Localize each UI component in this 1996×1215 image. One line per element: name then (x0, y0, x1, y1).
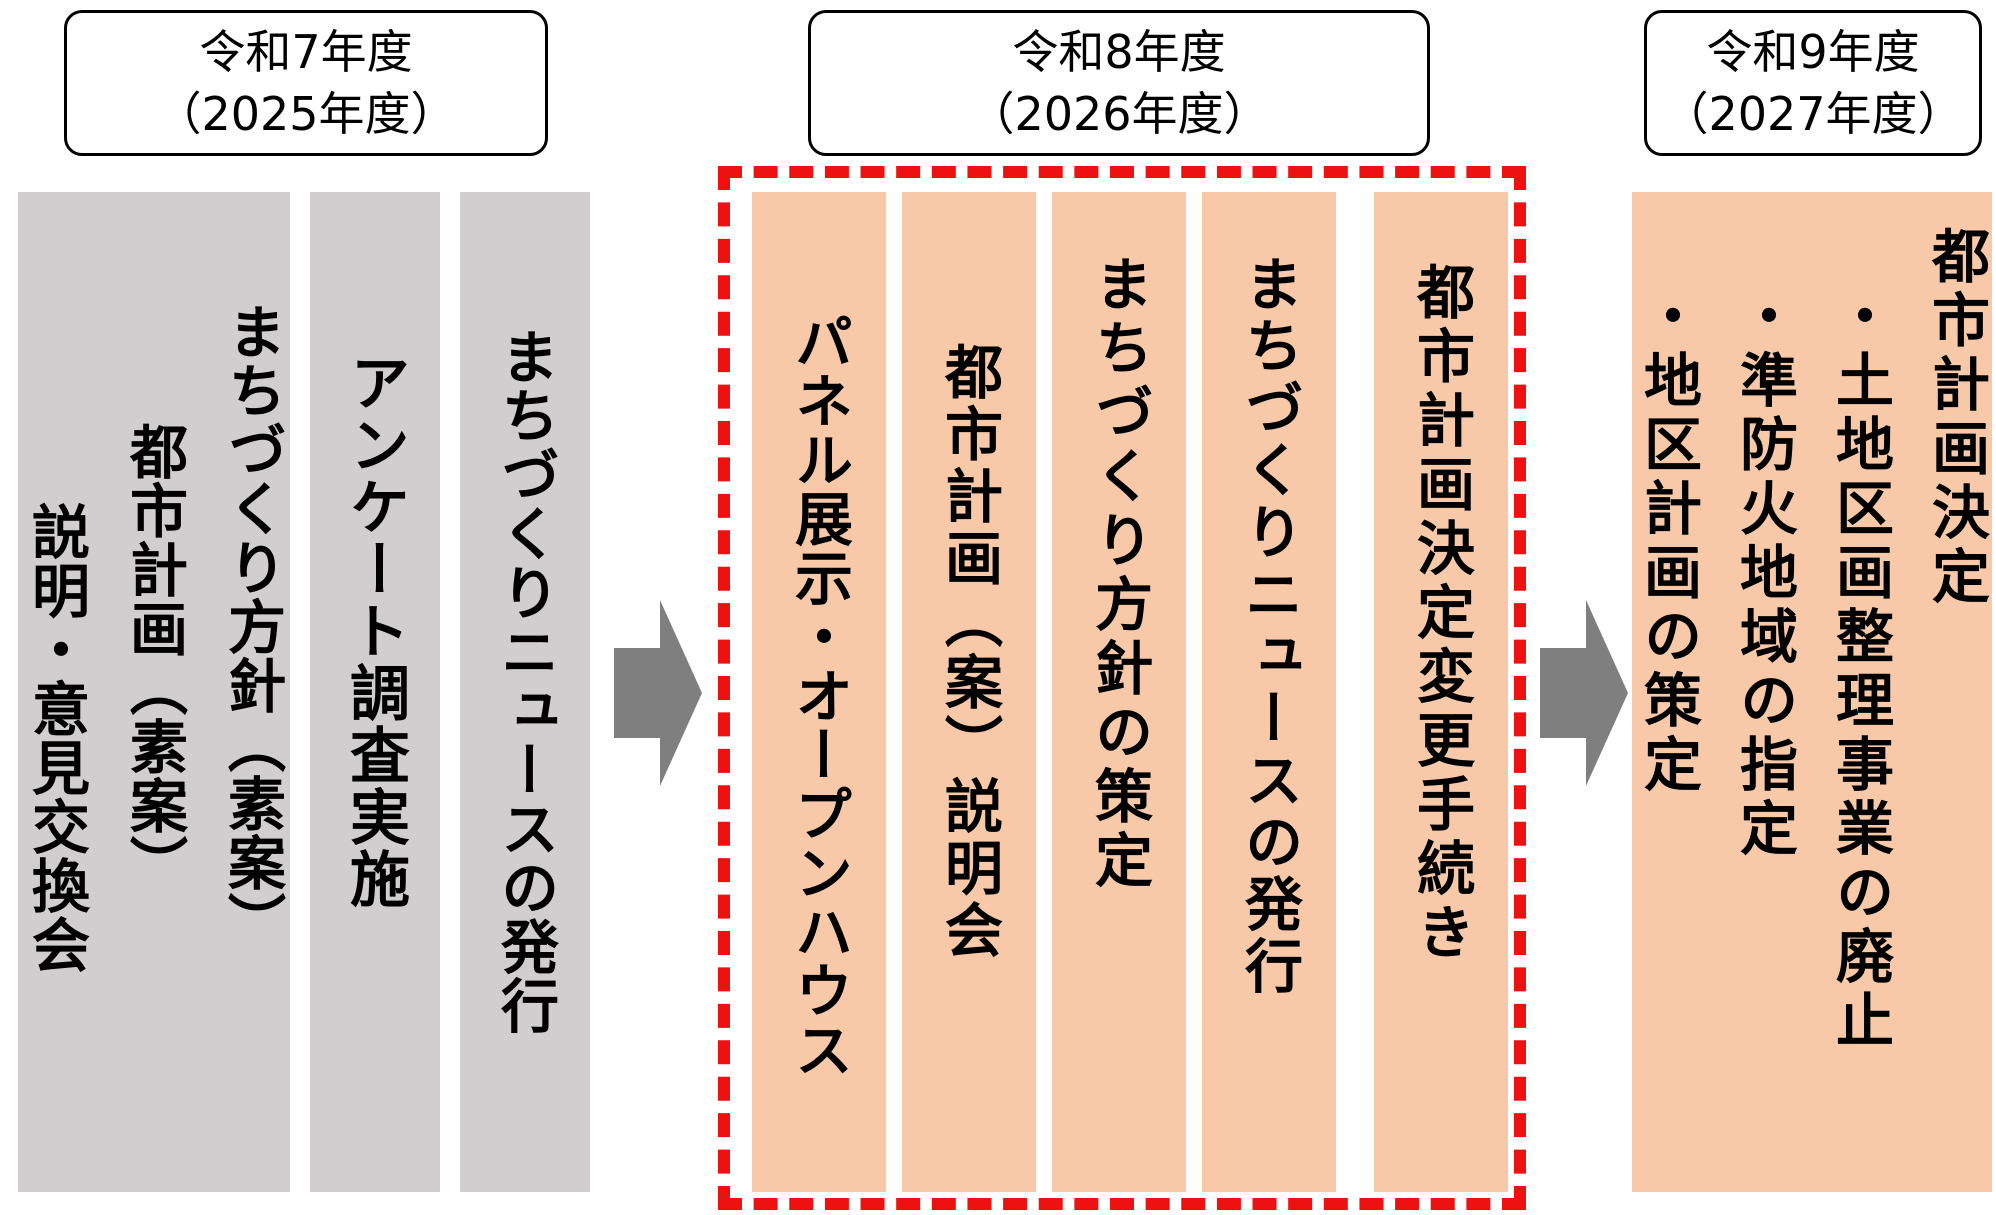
task-2026-policy-adoption: まちづくり方針の策定 (1052, 192, 1186, 1192)
task-2026-open-house-label: パネル展示・オープンハウス (785, 312, 853, 1079)
year-label-2027: 令和9年度 （2027年度） (1644, 10, 1982, 156)
task-2025-explanation-line1: まちづくり方針（素案） (218, 302, 286, 951)
year-label-2026: 令和8年度 （2026年度） (808, 10, 1430, 156)
year-label-2025-western: （2025年度） (155, 87, 457, 141)
task-2027-item-land-readjustment: ・土地区画整理事業の廃止 (1826, 286, 1894, 1054)
task-2026-newsletter: まちづくりニュースの発行 (1202, 192, 1336, 1192)
task-2026-procedure-label: 都市計画決定変更手続き (1407, 262, 1475, 966)
year-label-2025: 令和7年度 （2025年度） (64, 10, 548, 156)
task-2025-explanation-meeting: まちづくり方針（素案） 都市計画（素案） 説明・意見交換会 (18, 192, 290, 1192)
arrow-right-icon-2 (1540, 600, 1628, 786)
year-label-2025-era: 令和7年度 (199, 25, 413, 79)
task-2026-policy-adoption-label: まちづくり方針の策定 (1085, 254, 1153, 894)
task-2026-plan-briefing: 都市計画（案）説明会 (902, 192, 1036, 1192)
task-2027-item-fire-zone: ・準防火地域の指定 (1730, 286, 1798, 862)
task-2027-item-district-plan: ・地区計画の策定 (1634, 286, 1702, 798)
year-label-2026-era: 令和8年度 (1012, 25, 1226, 79)
task-2027-decision-heading: 都市計画決定 (1922, 226, 1990, 610)
year-label-2026-western: （2026年度） (968, 87, 1270, 141)
task-2025-newsletter: まちづくりニュースの発行 (460, 192, 590, 1192)
task-2025-explanation-line3: 説明・意見交換会 (22, 502, 90, 974)
task-2026-newsletter-label: まちづくりニュースの発行 (1235, 254, 1303, 998)
task-2027-plan-decision: 都市計画決定 ・土地区画整理事業の廃止 ・準防火地域の指定 ・地区計画の策定 (1632, 192, 1992, 1192)
task-2026-plan-briefing-label: 都市計画（案）説明会 (935, 342, 1003, 962)
task-2025-newsletter-label: まちづくりニュースの発行 (491, 327, 559, 1035)
task-2026-open-house: パネル展示・オープンハウス (752, 192, 886, 1192)
task-2025-survey: アンケート調査実施 (310, 192, 440, 1192)
year-label-2027-western: （2027年度） (1662, 87, 1964, 141)
arrow-right-icon-1 (614, 600, 702, 786)
year-label-2027-era: 令和9年度 (1706, 25, 1920, 79)
highlight-frame-2026 (718, 166, 1526, 1210)
task-2025-explanation-line2: 都市計画（素案） (120, 422, 188, 894)
task-2025-survey-label: アンケート調査実施 (339, 352, 410, 910)
task-2026-procedure: 都市計画決定変更手続き (1374, 192, 1508, 1192)
